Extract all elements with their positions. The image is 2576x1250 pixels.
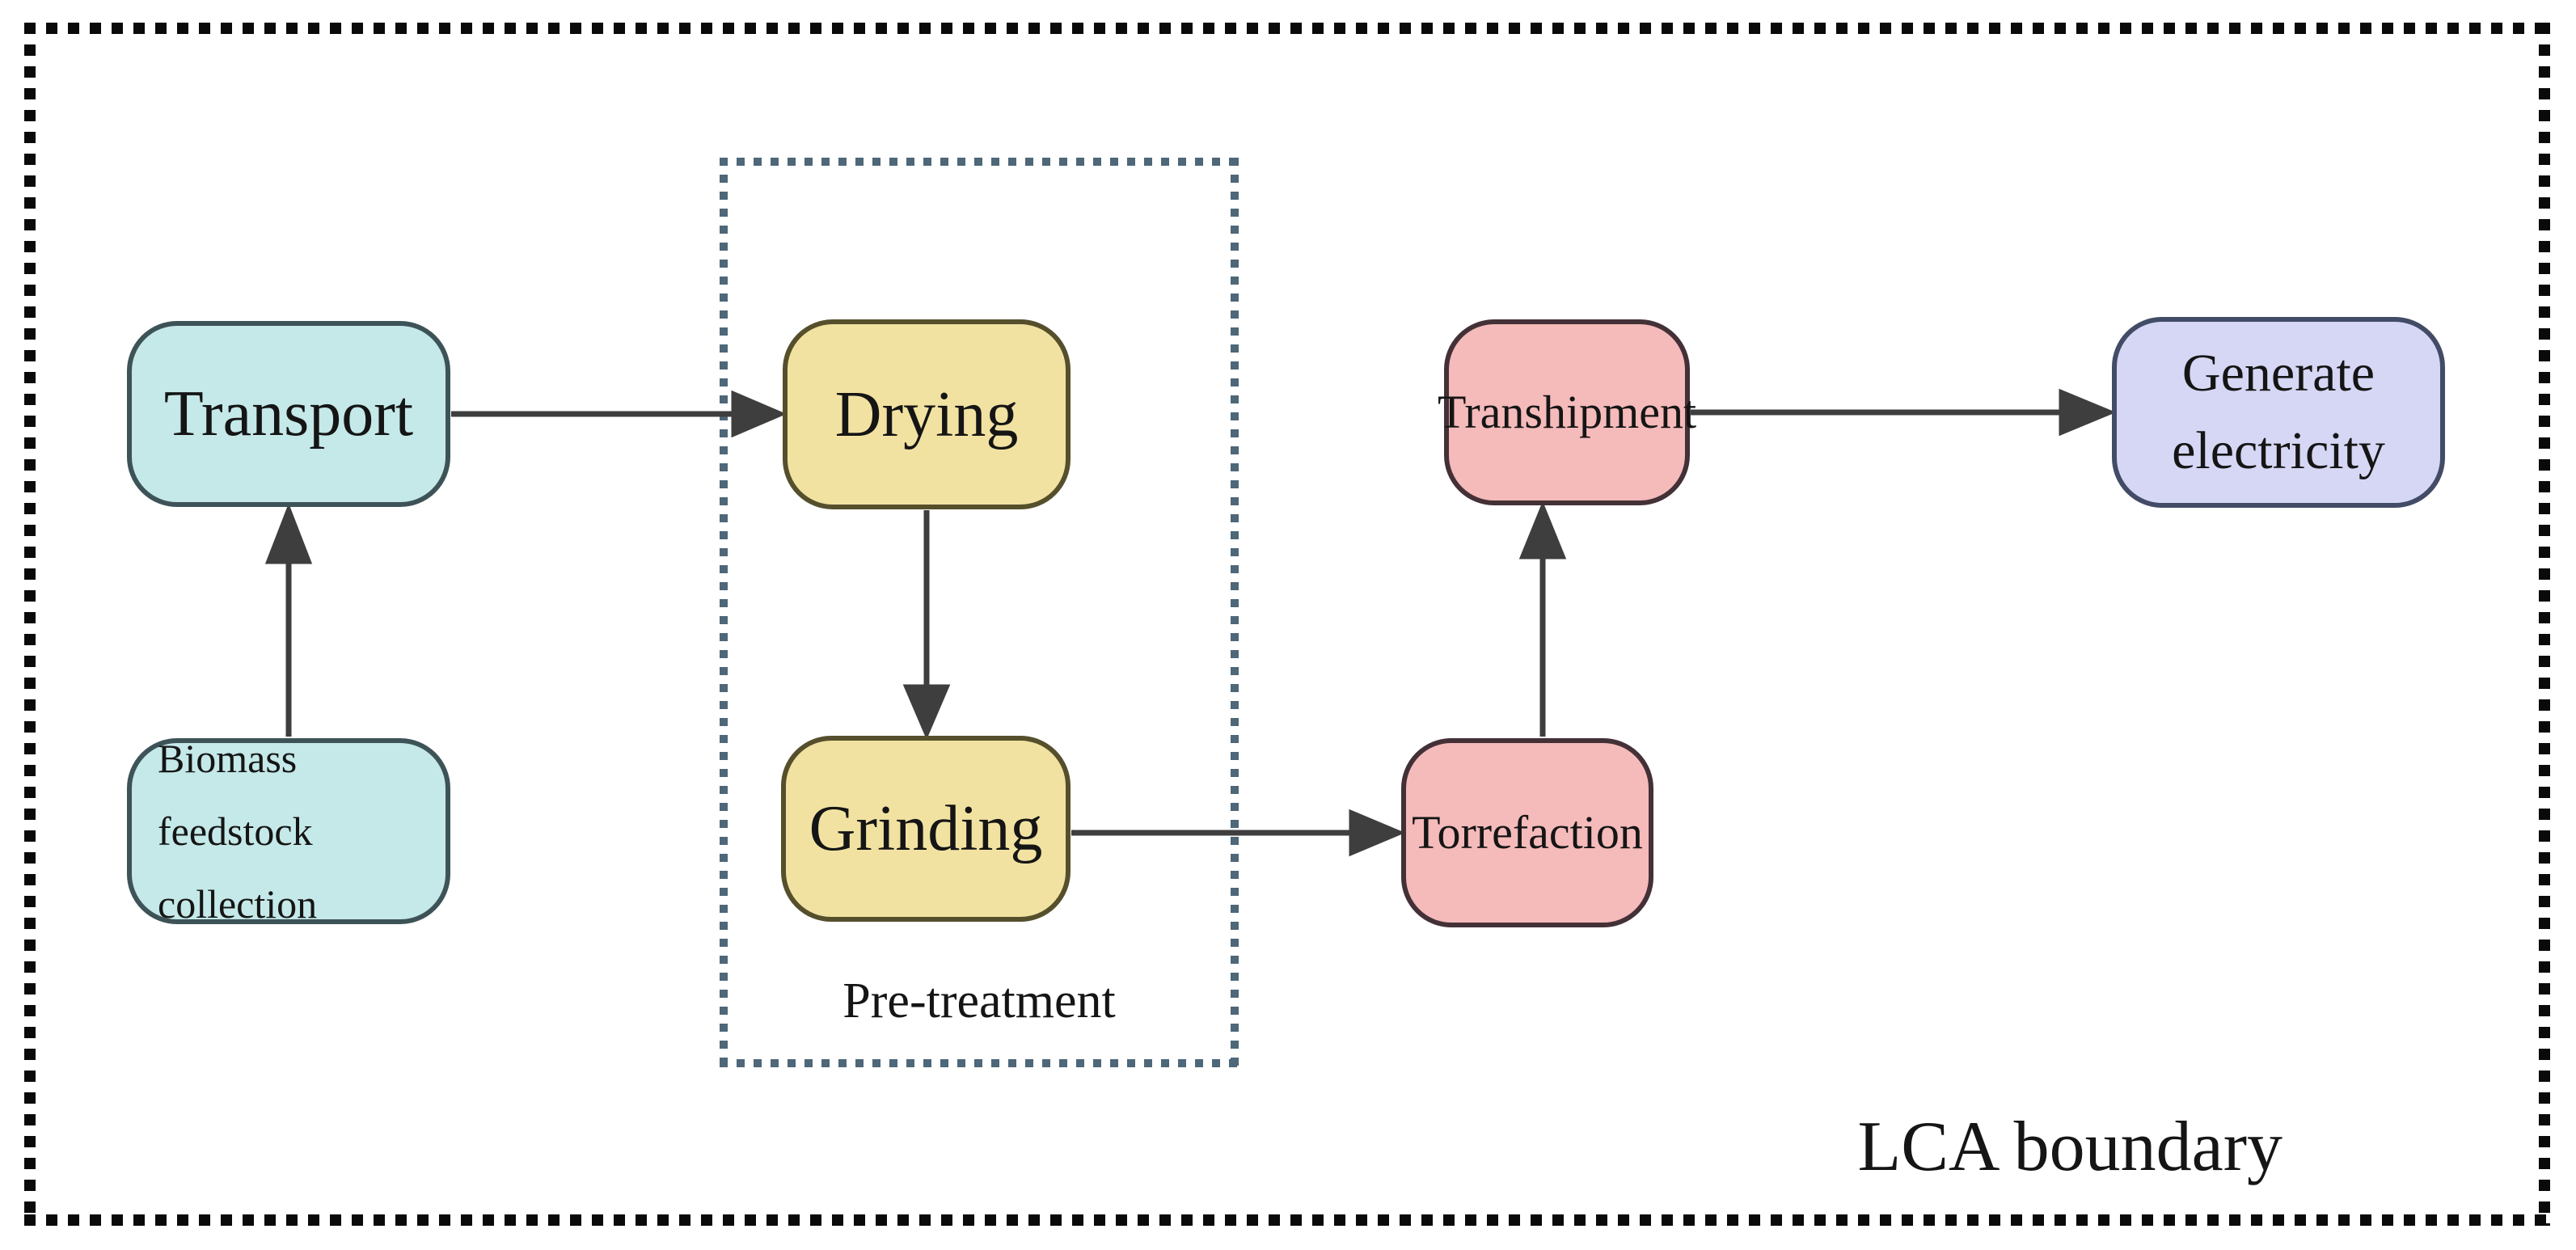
node-transhipment: Transhipment [1438, 319, 1696, 505]
arrowhead-torrefaction-to-transhipment [1518, 500, 1567, 560]
pretreatment-box-top [720, 158, 1239, 166]
node-generate-electricity: Generate electricity [2112, 317, 2445, 508]
pretreatment-label: Pre-treatment [842, 973, 1116, 1028]
node-torrefaction-label: Torrefaction [1412, 805, 1643, 859]
pretreatment-box-bottom [720, 1059, 1239, 1067]
lca-boundary-bottom [24, 1214, 2550, 1226]
node-generate-label-line1: Generate [2181, 344, 2375, 403]
node-transhipment-label: Transhipment [1437, 385, 1697, 438]
pretreatment-box-right [1231, 158, 1239, 1067]
lca-boundary-right [2539, 23, 2550, 1226]
arrowhead-grinding-to-torrefaction [1349, 809, 1406, 857]
lca-boundary-label: LCA boundary [1857, 1108, 2283, 1186]
pretreatment-box-left [720, 158, 728, 1067]
arrowhead-drying-to-grinding [902, 684, 951, 740]
lca-boundary-left [24, 23, 36, 1226]
node-grinding-label: Grinding [809, 793, 1043, 864]
node-transport-label: Transport [163, 378, 414, 450]
node-grinding: Grinding [781, 736, 1071, 922]
arrowhead-transport-to-drying [731, 390, 787, 438]
arrowhead-biomass-to-transport [264, 503, 313, 564]
node-biomass-label-line1: Biomass feedstock [158, 736, 313, 854]
node-biomass-feedstock-collection: Biomass feedstock collection [127, 736, 450, 927]
node-transport: Transport [127, 321, 450, 507]
node-generate-label-line2: electricity [2172, 421, 2385, 480]
node-drying-label: Drying [834, 378, 1019, 450]
arrowhead-transhipment-to-generate [2059, 388, 2117, 437]
node-biomass-label-line2: collection [158, 881, 318, 927]
lca-boundary-top [24, 23, 2550, 34]
node-torrefaction: Torrefaction [1401, 738, 1653, 927]
node-drying: Drying [783, 319, 1071, 509]
